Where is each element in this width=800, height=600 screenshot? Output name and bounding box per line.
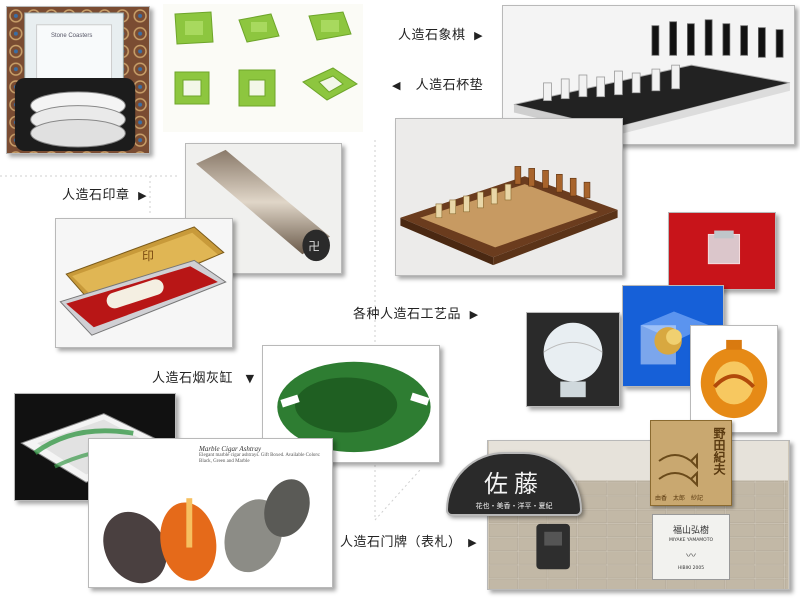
house-plate-number: HIBIKI 2005 bbox=[677, 566, 705, 571]
arrow-right-icon: ▶ bbox=[474, 29, 484, 42]
gull-icon: 〰 bbox=[686, 551, 696, 562]
blue-block-image bbox=[640, 311, 710, 365]
wood-chess-image bbox=[400, 166, 618, 266]
amber-vase-image bbox=[700, 339, 768, 419]
chess-photo-wood bbox=[395, 118, 623, 276]
label-crafts: 各种人造石工艺品 ▶ bbox=[353, 303, 479, 322]
label-doorplate: 人造石门牌（表札） ▶ bbox=[340, 531, 477, 550]
wood-plate-family: 由香 太郎 紗記 bbox=[655, 495, 704, 502]
crystal-ball-photo bbox=[526, 312, 620, 407]
nameplate-given-names: 花也・美香・洋平・夏紀 bbox=[475, 502, 553, 510]
arrow-left-icon: ◀ bbox=[392, 79, 401, 92]
seal-case-photo: 印 bbox=[55, 218, 233, 348]
amber-vase-photo bbox=[690, 325, 778, 433]
label-ashtray-text: 人造石烟灰缸 bbox=[152, 371, 234, 386]
green-coasters-photo bbox=[163, 4, 363, 132]
green-coasters-image bbox=[174, 11, 358, 107]
seal-tube-image: 卍 bbox=[196, 149, 330, 262]
label-crafts-text: 各种人造石工艺品 bbox=[353, 307, 462, 322]
ashtray-card-subtitle: Elegant marble cigar ashtrays. Gift Boxe… bbox=[199, 453, 321, 464]
arrow-right-icon: ▶ bbox=[469, 308, 479, 321]
label-coasters: ◀ 人造石杯垫 bbox=[392, 74, 483, 93]
label-seal: 人造石印章 ▶ bbox=[62, 184, 147, 203]
coaster-box-photo: Stone Coasters bbox=[6, 6, 150, 154]
label-chess-text: 人造石象棋 bbox=[398, 28, 466, 43]
house-plate-line: MIYAKE YAMAMOTO bbox=[668, 538, 714, 543]
crystal-ball-image bbox=[543, 322, 603, 398]
label-chess: 人造石象棋 ▶ bbox=[398, 24, 483, 43]
label-ashtray: 人造石烟灰缸 ▼ bbox=[152, 367, 255, 386]
glass-cube-image bbox=[707, 230, 741, 265]
seal-case-image bbox=[59, 226, 227, 336]
svg-text:卍: 卍 bbox=[308, 239, 320, 253]
glass-cube-photo bbox=[668, 212, 776, 290]
house-plate: 福山弘樹 MIYAKE YAMAMOTO 〰 HIBIKI 2005 bbox=[652, 514, 730, 580]
fish-carving-icon bbox=[658, 452, 698, 487]
ashtray-card-title: Marble Cigar Ashtray bbox=[199, 445, 262, 453]
arrow-right-icon: ▶ bbox=[468, 536, 478, 549]
coaster-box-image bbox=[7, 7, 149, 153]
arrow-down-icon: ▼ bbox=[245, 372, 255, 385]
arrow-right-icon: ▶ bbox=[138, 189, 148, 202]
house-plate-name: 福山弘樹 bbox=[672, 526, 709, 536]
green-ashtray-image bbox=[277, 361, 431, 453]
seal-emblem: 印 bbox=[142, 249, 155, 263]
label-doorplate-text: 人造石门牌（表札） bbox=[340, 535, 462, 550]
cigar-ashtray-photo: Marble Cigar Ashtray Elegant marble ciga… bbox=[88, 438, 333, 588]
cigar-ashtray-image bbox=[103, 479, 310, 584]
label-coasters-text: 人造石杯垫 bbox=[415, 78, 484, 93]
wood-plate-name: 野田紀夫 bbox=[712, 427, 726, 475]
wood-nameplate: 野田紀夫 由香 太郎 紗記 bbox=[650, 420, 732, 506]
nameplate-surname: 佐藤 bbox=[484, 470, 544, 498]
coaster-box-brand: Stone Coasters bbox=[51, 33, 93, 39]
label-seal-text: 人造石印章 bbox=[62, 188, 130, 203]
ashtray-card-text: Marble Cigar Ashtray Elegant marble ciga… bbox=[199, 445, 327, 465]
